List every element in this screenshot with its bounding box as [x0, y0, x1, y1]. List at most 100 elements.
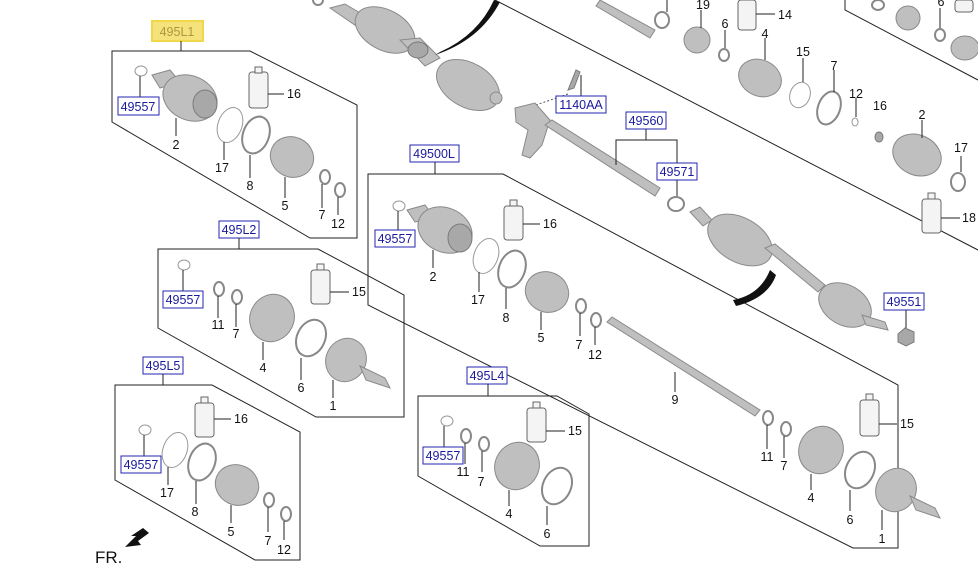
assembled-shaft-upper — [312, 0, 503, 112]
frame-495L2 — [157, 248, 405, 418]
svg-text:4: 4 — [260, 361, 267, 375]
code-49557[interactable]: 49557 — [166, 293, 201, 307]
group-495L1: 495L1 49557 2 16 17 8 5 7 12 — [111, 20, 358, 239]
circlip — [334, 182, 346, 198]
standalone-parts: 1140AA 49560 49571 49551 — [514, 69, 925, 347]
code-box-495L1-highlighted[interactable] — [151, 20, 204, 42]
svg-text:5: 5 — [228, 525, 235, 539]
svg-text:11: 11 — [761, 450, 774, 464]
intermediate-shaft — [544, 119, 661, 197]
code-box-495L4[interactable] — [466, 366, 508, 385]
code-box-49557[interactable] — [422, 446, 464, 465]
svg-text:8: 8 — [503, 311, 510, 325]
svg-text:19: 19 — [696, 0, 710, 12]
grease-bottle — [248, 71, 269, 109]
code-1140AA[interactable]: 1140AA — [559, 98, 603, 112]
svg-text:7: 7 — [265, 534, 272, 548]
svg-text:15: 15 — [900, 417, 914, 431]
svg-text:9: 9 — [672, 393, 679, 407]
code-49557[interactable]: 49557 — [121, 100, 156, 114]
code-49557[interactable]: 49557 — [426, 449, 461, 463]
code-box-1140AA[interactable] — [555, 95, 607, 114]
svg-text:7: 7 — [576, 338, 583, 352]
svg-text:11: 11 — [457, 465, 470, 479]
svg-text:16: 16 — [543, 217, 557, 231]
svg-text:6: 6 — [544, 527, 551, 541]
washer-top — [312, 0, 324, 6]
svg-text:18: 18 — [962, 211, 976, 225]
svg-text:12: 12 — [849, 87, 863, 101]
svg-text:15: 15 — [352, 285, 366, 299]
group-495L4: 495L4 49557 11 7 15 4 6 — [417, 366, 590, 547]
group-right-assembly: 19 6 14 4 15 7 12 16 2 17 18 6 — [595, 0, 978, 234]
group-495L5: 495L5 49557 16 17 8 5 7 12 — [114, 356, 301, 561]
svg-text:1: 1 — [879, 532, 886, 546]
code-49571[interactable]: 49571 — [660, 165, 695, 179]
code-box-49557[interactable] — [162, 290, 204, 309]
svg-text:8: 8 — [192, 505, 199, 519]
svg-text:1: 1 — [330, 399, 337, 413]
code-49551[interactable]: 49551 — [887, 295, 922, 309]
code-box-49557[interactable] — [120, 455, 162, 474]
svg-text:6: 6 — [847, 513, 854, 527]
svg-text:5: 5 — [282, 199, 289, 213]
svg-text:5: 5 — [538, 331, 545, 345]
svg-text:4: 4 — [506, 507, 513, 521]
svg-text:7: 7 — [781, 459, 788, 473]
frame-49500L — [367, 173, 899, 549]
boot — [269, 136, 315, 178]
svg-text:6: 6 — [722, 17, 729, 31]
code-box-49557[interactable] — [374, 229, 416, 248]
svg-text:8: 8 — [247, 179, 254, 193]
o-ring — [216, 107, 244, 143]
frame-495L1 — [111, 50, 358, 239]
right-frame-top-edge — [494, 0, 978, 251]
svg-text:16: 16 — [234, 412, 248, 426]
frame-495L4 — [417, 395, 590, 547]
svg-text:6: 6 — [298, 381, 305, 395]
svg-text:15: 15 — [568, 424, 582, 438]
svg-text:17: 17 — [471, 293, 485, 307]
code-box-49551[interactable] — [883, 292, 925, 311]
svg-text:15: 15 — [796, 45, 810, 59]
fr-label: FR. — [95, 548, 122, 567]
svg-text:17: 17 — [160, 486, 174, 500]
hub-nut — [897, 327, 915, 347]
svg-text:7: 7 — [831, 59, 838, 73]
svg-text:17: 17 — [954, 141, 968, 155]
washer — [667, 196, 685, 212]
right-corner-frame — [844, 0, 978, 81]
small-band — [319, 169, 331, 185]
svg-text:4: 4 — [762, 27, 769, 41]
svg-text:17: 17 — [215, 161, 229, 175]
curved-arrow-top — [435, 0, 500, 55]
svg-text:14: 14 — [778, 8, 792, 22]
code-495L2[interactable]: 495L2 — [222, 223, 257, 237]
bolt — [567, 69, 581, 91]
code-49560[interactable]: 49560 — [629, 114, 664, 128]
clamp-band — [241, 115, 271, 155]
svg-text:11: 11 — [212, 318, 225, 332]
code-49557[interactable]: 49557 — [378, 232, 413, 246]
svg-text:12: 12 — [588, 348, 602, 362]
frame-495L5 — [114, 384, 301, 561]
svg-text:7: 7 — [233, 327, 240, 341]
svg-text:7: 7 — [478, 475, 485, 489]
code-49500L[interactable]: 49500L — [413, 147, 455, 161]
svg-text:12: 12 — [331, 217, 345, 231]
svg-text:2: 2 — [919, 108, 926, 122]
group-495L2: 495L2 49557 11 7 15 4 6 1 — [157, 220, 405, 418]
bracket — [514, 102, 551, 159]
group-49500L: 49500L 49557 2 16 17 8 5 7 12 — [367, 144, 941, 549]
code-495L1[interactable]: 495L1 — [160, 25, 195, 39]
svg-text:2: 2 — [430, 270, 437, 284]
snap-ring — [134, 65, 148, 77]
code-495L5[interactable]: 495L5 — [146, 359, 181, 373]
svg-text:12: 12 — [277, 543, 291, 557]
code-box-49557[interactable] — [117, 96, 160, 116]
code-495L4[interactable]: 495L4 — [470, 369, 505, 383]
front-direction-indicator: FR. — [95, 528, 149, 567]
code-49557[interactable]: 49557 — [124, 458, 159, 472]
front-arrow-icon — [125, 528, 149, 547]
